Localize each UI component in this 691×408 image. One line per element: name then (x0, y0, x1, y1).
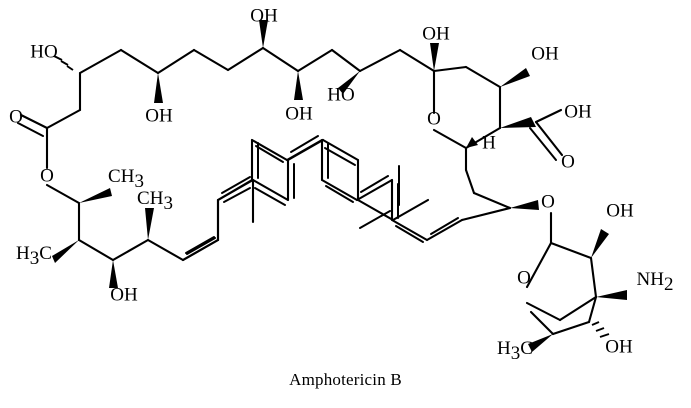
polyol-chain-bonds (45, 46, 436, 130)
label-o-ester: O (40, 165, 54, 186)
label-oh-ring-right: OH (531, 43, 559, 64)
label-oh-mid-1: OH (145, 105, 173, 126)
pyranose-ring-bonds (432, 65, 502, 150)
label-h3c-left: H3C (16, 243, 52, 269)
wedge-sugar-h3c (528, 334, 553, 352)
carboxylic-acid-bonds (500, 108, 564, 161)
wedge-oh-mid-1 (154, 73, 163, 103)
lactone-bonds (17, 113, 81, 205)
label-sugar-nh2: NH2 (637, 269, 674, 295)
wedge-carboxyl (500, 117, 536, 128)
wedge-sugar-oh-top (591, 229, 609, 258)
label-o-ketone: O (9, 106, 23, 127)
wedge-sugar-nh2 (596, 290, 627, 300)
wedge-glycosidic (510, 200, 539, 210)
ring-to-glycoside-bonds (464, 146, 512, 210)
label-sugar-o-ring: O (517, 267, 531, 288)
label-ho-left: HO (30, 41, 57, 62)
label-sugar-h3c: H3C (497, 338, 533, 364)
wedge-oh-top-1 (259, 20, 268, 48)
label-o-acid-double: O (561, 151, 575, 172)
label-ch3-upper: CH3 (108, 166, 144, 192)
label-o-ring: O (427, 108, 441, 129)
bottom-left-chain-bonds (77, 201, 185, 262)
mycosamine-ring-bonds (525, 241, 598, 322)
label-o-glycoside: O (541, 191, 555, 212)
hashed-bond-sugar-oh-bottom (591, 321, 610, 338)
bond-sugar-c5-o (529, 310, 555, 336)
wedge-oh-ring-right (500, 68, 530, 87)
label-ch3-lower: CH3 (137, 188, 173, 214)
label-sugar-oh-top: OH (606, 200, 634, 221)
label-ho-mid: HO (327, 84, 354, 105)
bond-sugar-c3-c4 (587, 295, 598, 324)
label-oh-bottom-left: OH (110, 284, 138, 305)
wedge-oh-bottom-left (109, 260, 118, 288)
wedge-oh-ring-top (430, 43, 439, 71)
hashed-bond-ho-left (53, 55, 74, 71)
bond-polyene-to-glycoside (460, 206, 512, 222)
wedge-ch3-upper (79, 188, 112, 203)
wedge-h-ring (466, 137, 478, 148)
label-oh-acid: OH (564, 101, 592, 122)
figure-caption: Amphotericin B (289, 370, 402, 389)
label-oh-top-1: OH (250, 5, 278, 26)
polyene-double-bond-lines (186, 135, 459, 255)
label-oh-ring-top: OH (422, 23, 450, 44)
wedge-ch3-lower (145, 208, 154, 240)
polyene-chain-precise (181, 138, 464, 262)
label-h-ring: H (482, 132, 496, 153)
label-oh-mid-2: OH (285, 103, 313, 124)
wedge-h3c-left (52, 240, 79, 263)
wedge-ho-mid (338, 71, 360, 94)
label-sugar-oh-bottom: OH (605, 336, 633, 357)
bond-sugar-c4-c5 (551, 320, 591, 336)
wedge-oh-mid-2 (294, 71, 303, 100)
